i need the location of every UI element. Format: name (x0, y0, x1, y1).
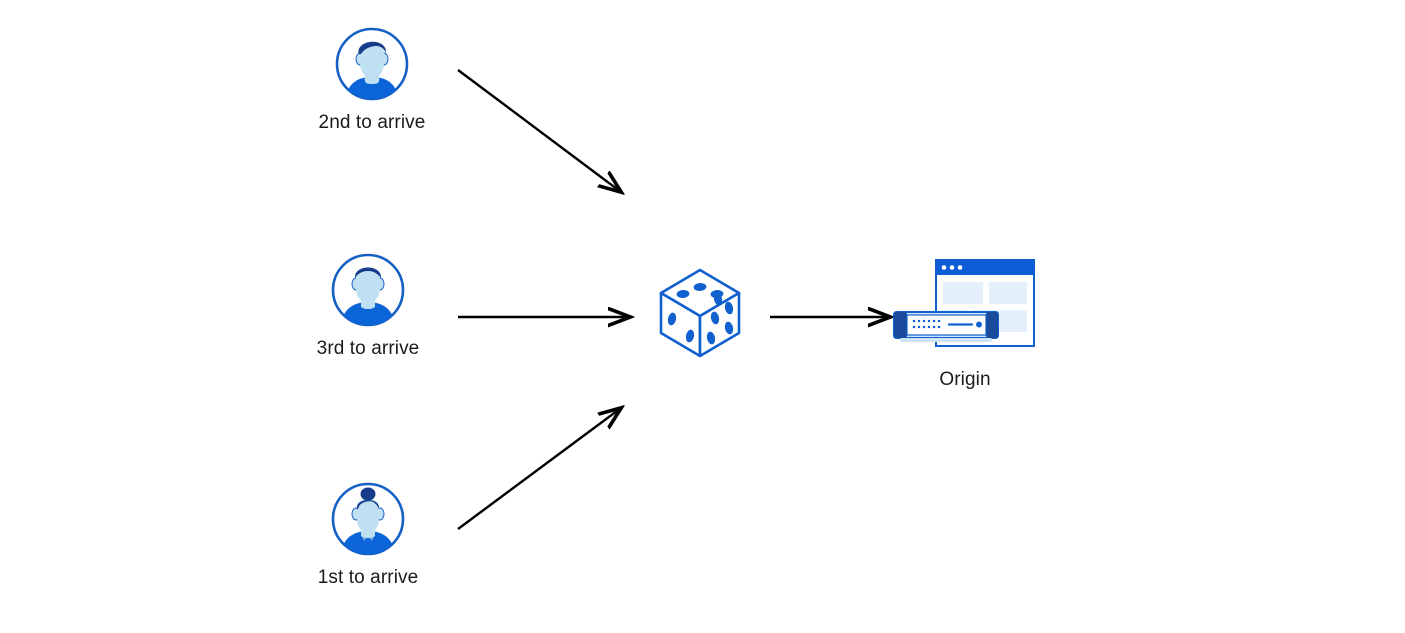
node-label-origin: Origin (939, 369, 991, 390)
node-client-first[interactable]: 1st to arrive (303, 481, 433, 589)
node-client-third[interactable]: 3rd to arrive (303, 252, 433, 360)
arrow-first-to-randomizer (457, 408, 621, 530)
dice-icon (659, 268, 741, 358)
node-client-second[interactable]: 2nd to arrive (307, 26, 437, 134)
node-label-client-third: 3rd to arrive (316, 338, 420, 359)
node-randomizer-dice[interactable] (655, 266, 745, 360)
user-avatar-icon (331, 253, 405, 327)
node-label-client-second: 2nd to arrive (318, 112, 426, 133)
user-avatar-female-icon (331, 482, 405, 556)
node-origin[interactable]: Origin (885, 252, 1045, 391)
arrow-second-to-randomizer (457, 69, 621, 192)
node-label-client-first: 1st to arrive (317, 567, 419, 588)
user-avatar-icon (335, 27, 409, 101)
rack-server-icon (893, 311, 999, 342)
origin-server-icon (893, 259, 1035, 347)
